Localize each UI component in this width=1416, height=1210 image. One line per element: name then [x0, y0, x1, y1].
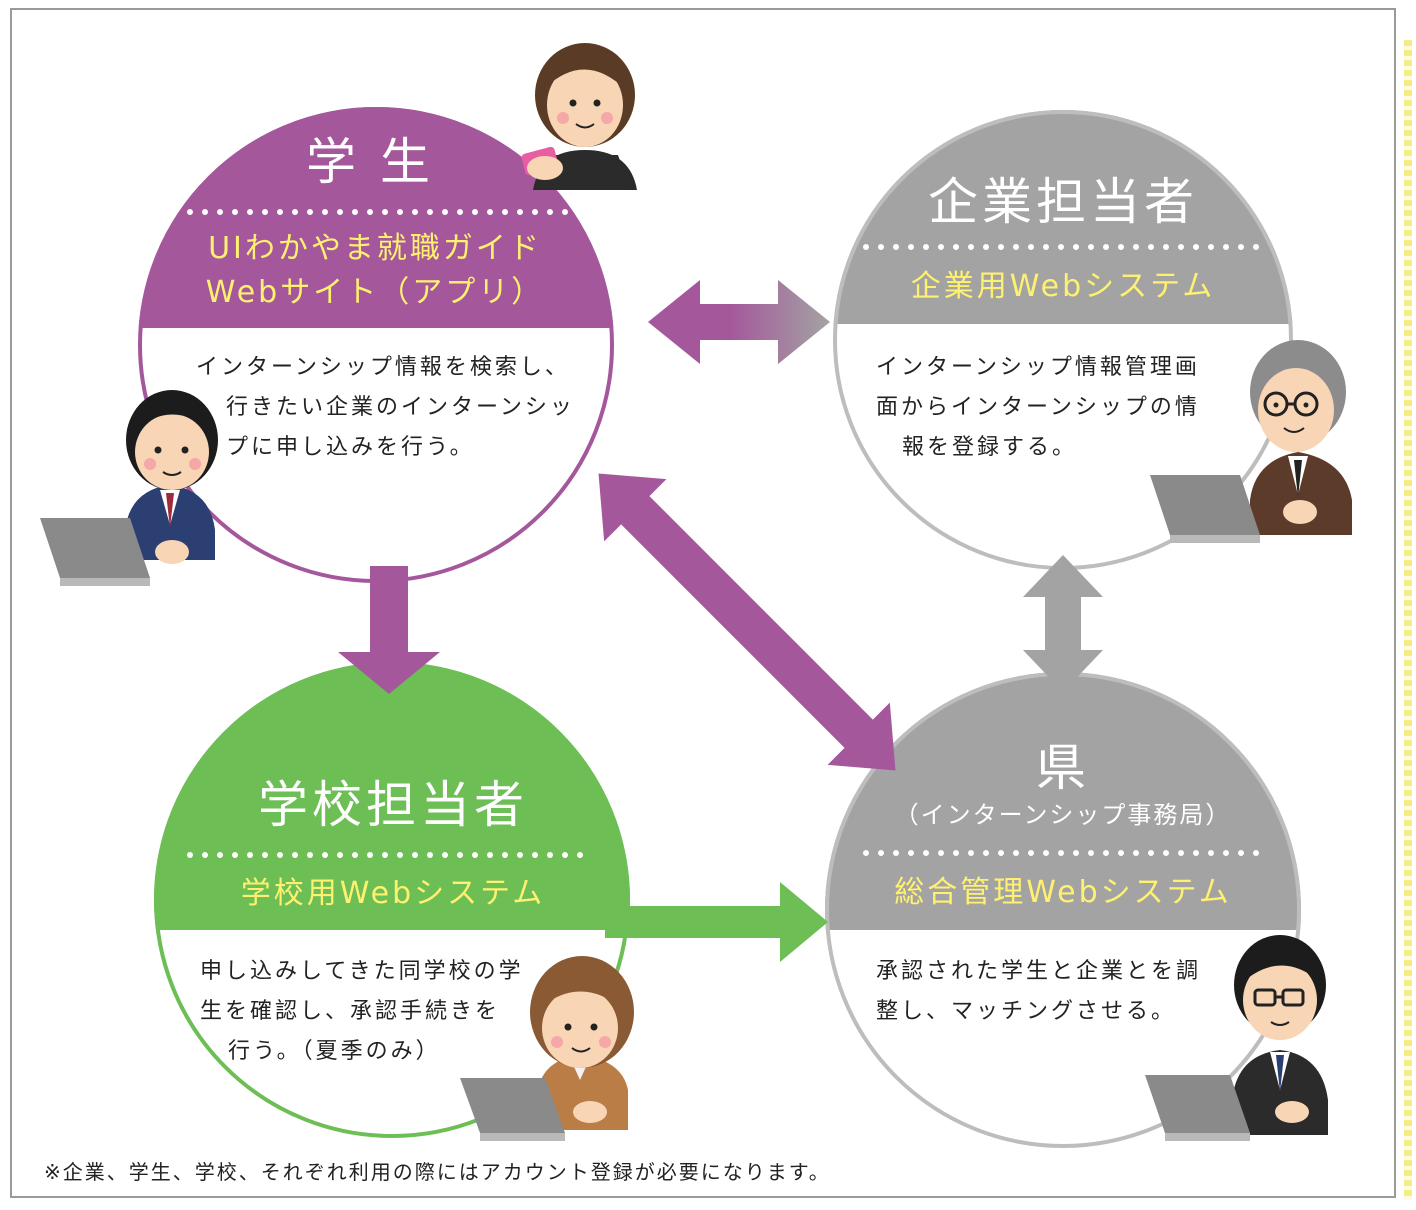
student-system-name-line2: Webサイト（アプリ） [205, 275, 545, 310]
side-stripe [1404, 40, 1412, 1200]
prefecture-title: 県 [1036, 739, 1090, 797]
prefecture-subtitle: （インターンシップ事務局） [894, 801, 1232, 829]
prefecture-description-line: 整し、マッチングさせる。 [876, 999, 1177, 1024]
school-description-line: 生を確認し、承認手続きを [200, 999, 501, 1024]
school-description: 申し込みしてきた同学校の学 生を確認し、承認手続きを 行う。（夏季のみ） [200, 952, 524, 1072]
school-description-line: 申し込みしてきた同学校の学 [200, 959, 524, 984]
school-title: 学校担当者 [258, 776, 528, 834]
school-description-line: 行う。（夏季のみ） [228, 1039, 441, 1064]
student-title: 学生 [306, 133, 454, 191]
prefecture-description-line: 承認された学生と企業とを調 [876, 959, 1202, 984]
arrow-student-prefecture [598, 473, 896, 771]
arrow-student-company [648, 280, 830, 364]
account-registration-note: ※企業、学生、学校、それぞれ利用の際にはアカウント登録が必要になります。 [44, 1160, 831, 1184]
arrow-student-school [338, 566, 440, 694]
student-description: インターンシップ情報を検索し、 行きたい企業のインターンシッ プに申し込みを行う… [196, 348, 575, 468]
school-system-name: 学校用Webシステム [240, 876, 546, 911]
prefecture-system-name: 総合管理Webシステム [894, 875, 1232, 910]
company-description-line: 報を登録する。 [902, 435, 1078, 460]
student-description-line: インターンシップ情報を検索し、 [196, 355, 570, 380]
school-teacher-at-laptop-icon [460, 956, 634, 1141]
company-title: 企業担当者 [928, 173, 1198, 231]
company-manager-at-laptop-icon [1150, 340, 1352, 543]
prefecture-description: 承認された学生と企業とを調 整し、マッチングさせる。 [876, 952, 1201, 1032]
arrow-school-prefecture [605, 882, 828, 962]
student-description-line: 行きたい企業のインターンシッ [226, 395, 575, 420]
company-system-name: 企業用Webシステム [910, 269, 1216, 304]
student-woman-with-phone-icon [521, 43, 637, 190]
company-description: インターンシップ情報管理画 面からインターンシップの情 報を登録する。 [876, 348, 1200, 468]
arrow-company-prefecture [1023, 555, 1103, 692]
student-man-at-laptop-icon [40, 390, 218, 586]
company-circle [833, 110, 1293, 570]
prefecture-officer-at-laptop-icon [1145, 935, 1328, 1141]
company-description-line: インターンシップ情報管理画 [876, 355, 1200, 380]
company-description-line: 面からインターンシップの情 [876, 395, 1200, 420]
student-system-name-line1: UIわかやま就職ガイド [208, 231, 542, 266]
student-description-line: プに申し込みを行う。 [226, 435, 475, 460]
